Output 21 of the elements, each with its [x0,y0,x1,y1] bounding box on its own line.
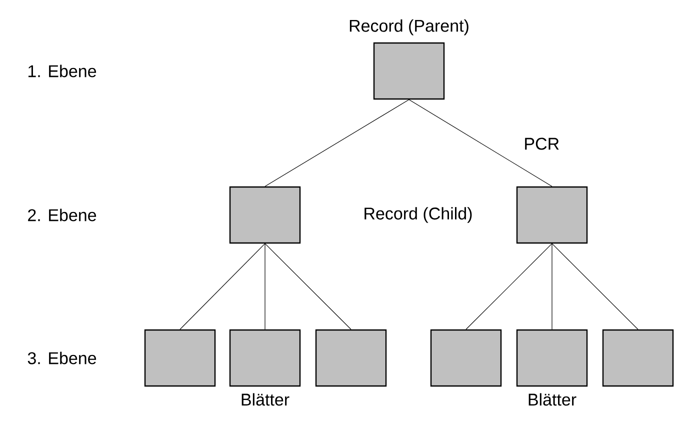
connector-line [264,99,410,187]
box-caption: Blätter [242,393,290,406]
box [430,329,502,387]
connector-line [264,243,352,330]
box-caption: Blätter [528,393,576,406]
connector-line [466,243,552,330]
box [315,329,387,387]
connector-line [408,99,552,187]
edge-label: PCR [525,138,559,150]
box [602,329,674,387]
connector-line [552,243,638,330]
node-label: Record (Parent) [350,19,468,36]
connector-line [264,243,266,330]
level-label: 3. Ebene [28,352,96,364]
box [144,329,216,387]
box [516,186,588,244]
level-label: 1. Ebene [28,64,96,78]
box-caption: Record (Child) [364,207,472,223]
level-label: 2. Ebene [28,208,96,222]
box: Record (Parent) [350,19,468,100]
connector-line [180,243,266,330]
